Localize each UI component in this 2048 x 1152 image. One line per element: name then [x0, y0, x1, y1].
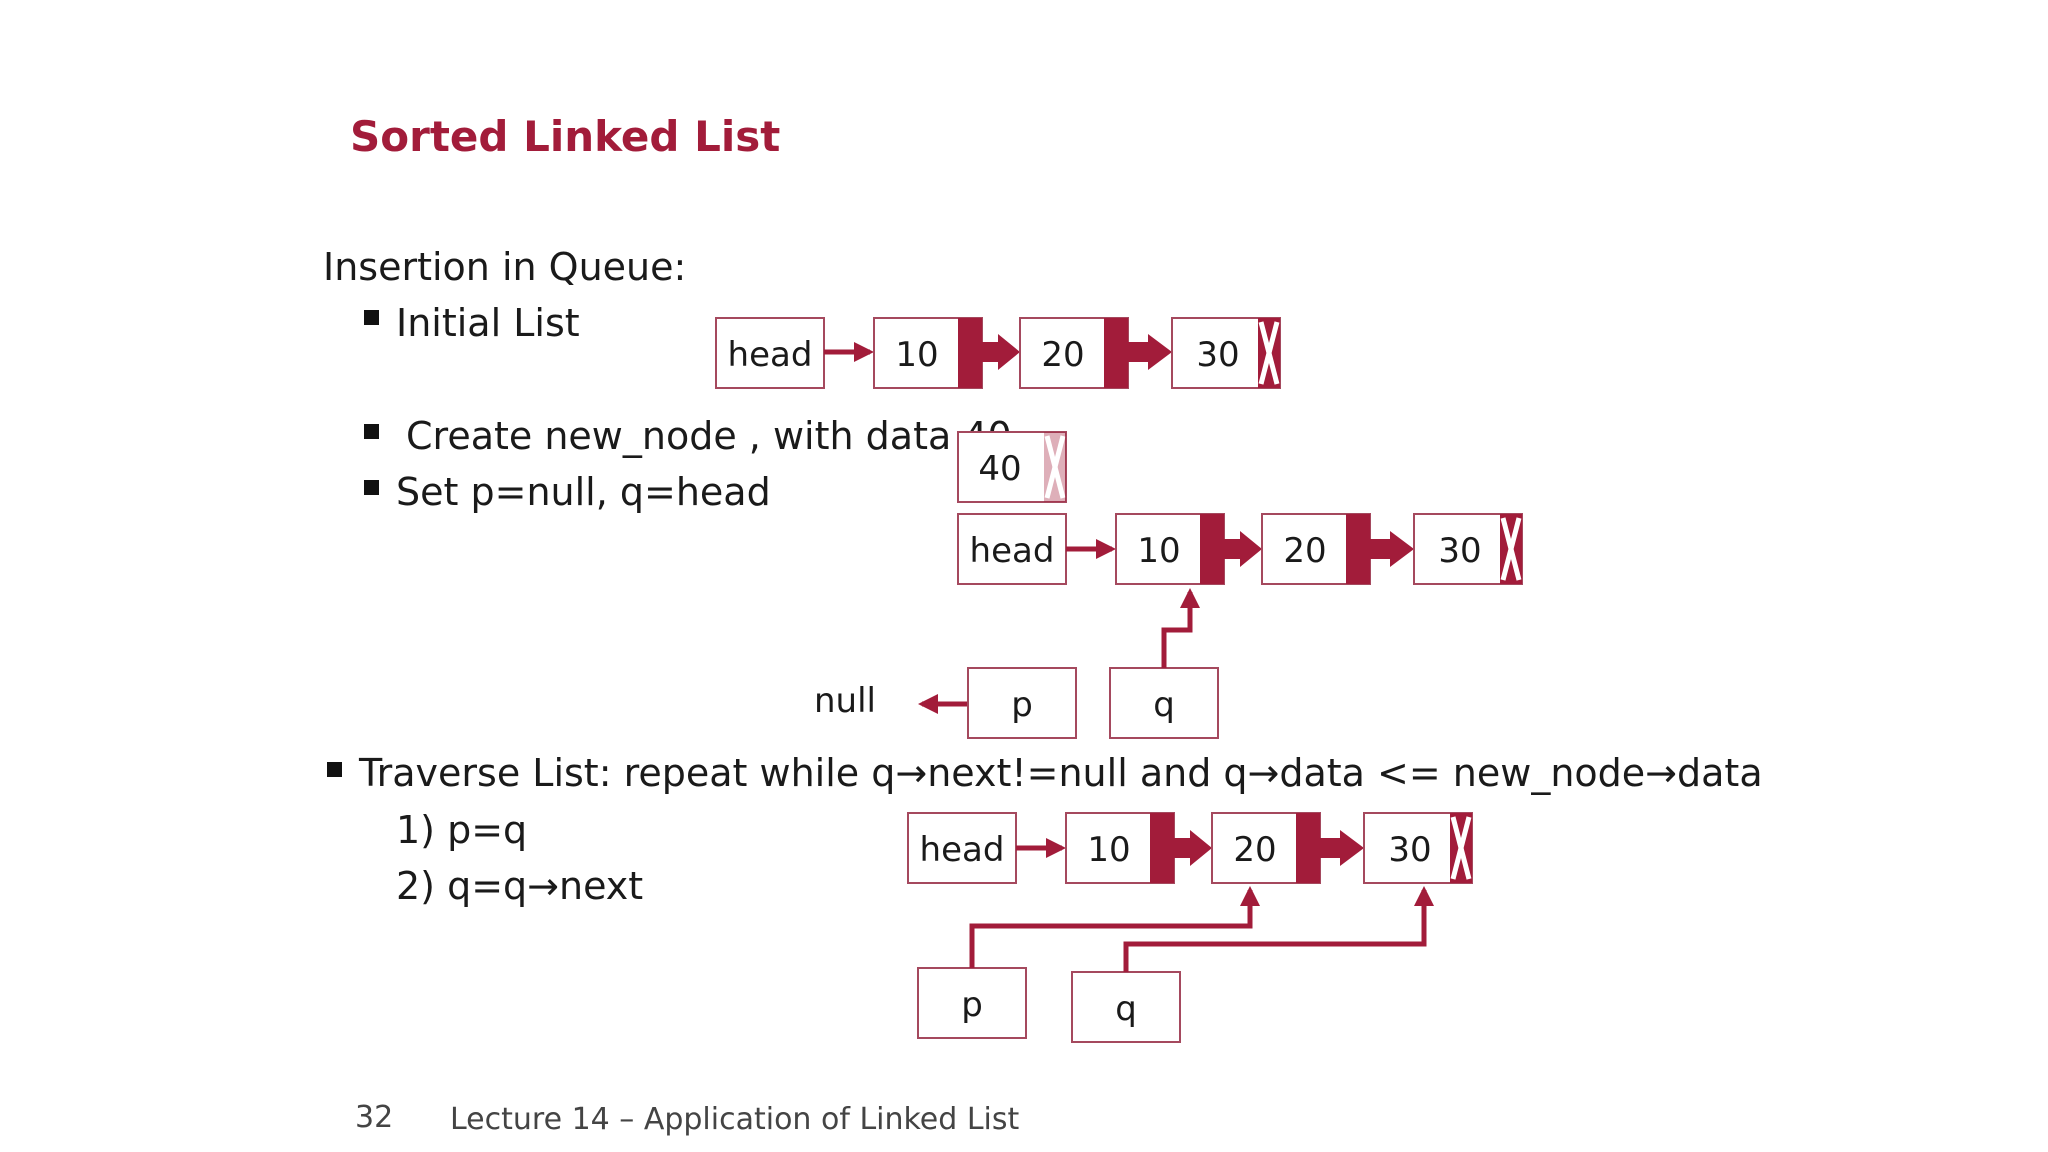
head-label: head: [728, 335, 813, 375]
head-label: head: [970, 531, 1055, 571]
next-arrow: [1174, 830, 1212, 866]
node-10-label: 10: [1087, 830, 1130, 870]
slide-title: Sorted Linked List: [350, 112, 781, 161]
page-number: 32: [355, 1100, 394, 1135]
p-pointer-arrow: [969, 886, 1260, 968]
new-node-diagram: 40 head 10 20 30 null p q: [814, 431, 1523, 739]
node-20-label: 20: [1283, 531, 1326, 571]
head-box: [907, 812, 1017, 884]
null-pointer-icon: [1044, 432, 1066, 502]
q-label: q: [1115, 989, 1137, 1029]
bullet-square: [364, 480, 379, 495]
bullet-square: [364, 310, 379, 325]
step-two: 2) q=q→next: [396, 864, 644, 908]
p-pointer-box: [967, 667, 1077, 739]
next-arrow: [982, 334, 1020, 370]
p-label: p: [961, 985, 983, 1025]
p-label: p: [1011, 685, 1033, 725]
q-pointer-arrow: [1161, 588, 1200, 668]
node-10-label: 10: [895, 335, 938, 375]
head-box: [715, 317, 825, 389]
node-30-label: 30: [1196, 335, 1239, 375]
next-arrow: [1320, 830, 1364, 866]
bullet-square: [327, 762, 342, 777]
section-heading: Insertion in Queue:: [323, 245, 687, 289]
null-pointer-icon: [1500, 514, 1522, 584]
node-10-next-field: [1150, 813, 1174, 883]
initial-list-diagram: head 10 20 30: [715, 317, 1281, 389]
node-20-next-field: [1346, 514, 1370, 584]
node-10-label: 10: [1137, 531, 1180, 571]
bullet-traverse: Traverse List: repeat while q→next!=null…: [359, 751, 1763, 795]
lecture-footer: Lecture 14 – Application of Linked List: [450, 1102, 1020, 1137]
node-20-next-field: [1296, 813, 1320, 883]
node-30-label: 30: [1388, 830, 1431, 870]
head-label: head: [920, 830, 1005, 870]
node-20-next-field: [1104, 318, 1128, 388]
q-pointer-arrow: [1123, 886, 1434, 972]
null-label: null: [814, 681, 876, 721]
node-10-next-field: [1200, 514, 1224, 584]
next-arrow: [1128, 334, 1172, 370]
p-pointer-box: [917, 967, 1027, 1039]
bullet-set-pointers: Set p=null, q=head: [396, 470, 771, 514]
node-20-label: 20: [1233, 830, 1276, 870]
node-10-next-field: [958, 318, 982, 388]
bullet-square: [364, 424, 379, 439]
next-arrow: [1224, 531, 1262, 567]
traverse-diagram: head 10 20 30 p q: [907, 812, 1473, 1043]
next-arrow: [1370, 531, 1414, 567]
step-one: 1) p=q: [396, 808, 528, 852]
null-pointer-icon: [1258, 318, 1280, 388]
null-pointer-icon: [1450, 813, 1472, 883]
q-label: q: [1153, 685, 1175, 725]
new-node-label: 40: [978, 449, 1021, 489]
bullet-initial-list: Initial List: [396, 301, 580, 345]
node-30-label: 30: [1438, 531, 1481, 571]
bullet-create-node: Create new_node , with data 40: [406, 414, 1012, 458]
node-20-label: 20: [1041, 335, 1084, 375]
new-node-box: [957, 431, 1067, 503]
